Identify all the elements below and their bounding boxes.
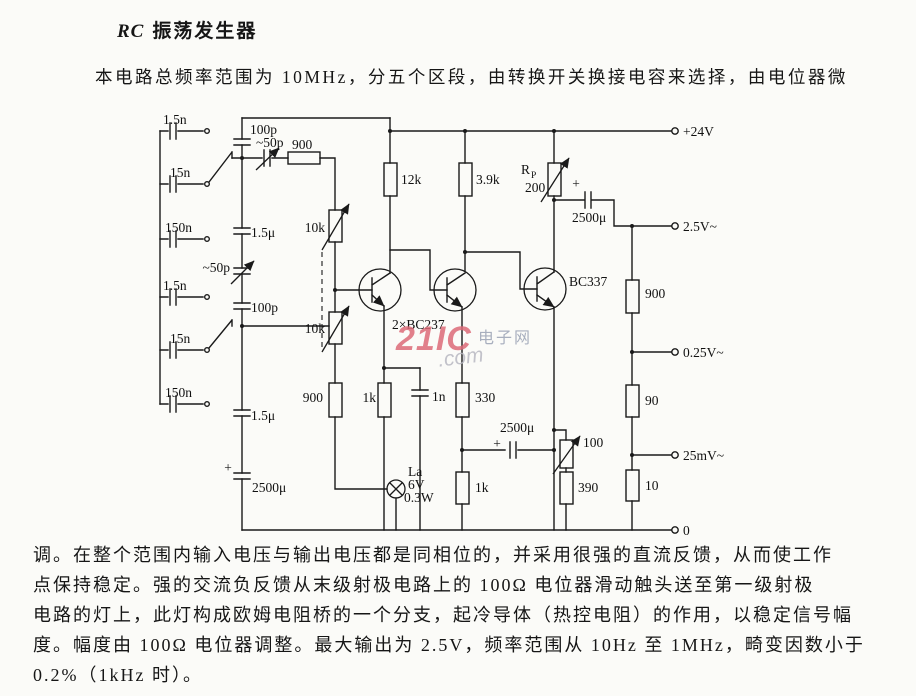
label-trim-cap: 100p xyxy=(250,122,277,137)
rotary-switch-arm-2 xyxy=(208,319,233,349)
label-resistor: 12k xyxy=(401,172,422,187)
terminal-2v5: 2.5V~ xyxy=(683,219,717,234)
page-title: RC 振荡发生器 xyxy=(117,16,257,43)
ganged-pots: 10k 10k 900 xyxy=(241,203,388,490)
label-rp-sub: P xyxy=(531,171,536,181)
polarity-plus: + xyxy=(224,460,232,475)
label-cap: 15n xyxy=(170,331,191,346)
selector-bank-2: 1.5n 15n 150n xyxy=(159,278,233,413)
output-pot-cap: R P 200 + 2500μ xyxy=(521,129,673,273)
intro-paragraph: 本电路总频率范围为 10MHz，分五个区段，由转换开关换接电容来选择，由电位器微 xyxy=(95,67,848,87)
emitter-network: 1k 1n 330 1k xyxy=(363,367,496,531)
label-resistor: 90 xyxy=(645,393,659,408)
label-lamp-watt: 0.3W xyxy=(404,490,434,505)
label-lamp-name: La xyxy=(408,464,422,479)
label-electrolytic: 2500μ xyxy=(572,210,606,225)
body-line: 电路的灯上，此灯构成欧姆电阻桥的一个分支，起冷导体（热控电阻）的作用，以稳定信号… xyxy=(33,605,853,625)
rails xyxy=(159,117,673,531)
label-electrolytic: 2500μ xyxy=(500,420,534,435)
label-cap: 1n xyxy=(432,389,446,404)
attenuator-ladder: 900 90 10 xyxy=(625,224,673,531)
label-cap: 1.5μ xyxy=(251,408,275,423)
label-trim-cap: 100p xyxy=(251,300,278,315)
transistor-q2: 2×BC237 xyxy=(389,249,506,531)
label-transistor-pair: 2×BC237 xyxy=(392,317,445,332)
terminal-0: 0 xyxy=(683,523,690,538)
pot-wiper-arrow xyxy=(552,435,581,475)
body-line: 0.2%（1kHz 时）。 xyxy=(33,665,203,685)
terminal-0v25: 0.25V~ xyxy=(683,345,724,360)
label-resistor: 900 xyxy=(303,390,324,405)
label-resistor: 10 xyxy=(645,478,659,493)
label-cap: 15n xyxy=(170,165,191,180)
label-cap: 1.5μ xyxy=(251,225,275,240)
input-network: ~50p 900 xyxy=(231,135,336,211)
label-resistor: 1k xyxy=(363,390,377,405)
selector-bank-1: 1.5n 15n 150n xyxy=(159,112,233,248)
label-resistor: 900 xyxy=(645,286,666,301)
label-transistor: BC337 xyxy=(569,274,608,289)
feedback-network: + 2500μ 100 390 xyxy=(493,420,604,531)
capacitor-column: 100p 1.5μ ~50p 100p 1.5μ + 2500μ xyxy=(202,117,286,531)
trimmer-arrow xyxy=(255,147,280,171)
title-latin: RC xyxy=(117,21,145,42)
label-var-cap: ~50p xyxy=(202,260,230,275)
pot-wiper-arrow xyxy=(540,157,570,203)
label-pot: 100 xyxy=(583,435,604,450)
label-resistor: 390 xyxy=(578,480,599,495)
label-resistor: 900 xyxy=(292,137,313,152)
label-var-cap: ~50p xyxy=(256,135,284,150)
terminal-24v: +24V xyxy=(683,124,714,139)
rotary-switch-arm-1 xyxy=(208,151,233,183)
collector-loads: 12k 3.9k xyxy=(383,117,500,274)
body-line: 调。在整个范围内输入电压与输出电压都是同相位的，并采用很强的直流反馈，从而使工作 xyxy=(33,545,833,565)
label-rp: R xyxy=(521,162,530,177)
lamp: La 6V 0.3W xyxy=(386,464,434,531)
trimmer-arrow xyxy=(230,260,255,285)
terminal-25mv: 25mV~ xyxy=(683,448,724,463)
label-pot: 10k xyxy=(305,321,326,336)
label-pot: 10k xyxy=(305,220,326,235)
label-electrolytic: 2500μ xyxy=(252,480,286,495)
transistor-q1 xyxy=(358,268,421,531)
label-cap: 1.5n xyxy=(163,278,187,293)
label-rp-value: 200 xyxy=(525,180,546,195)
label-cap: 1.5n xyxy=(163,112,187,127)
body-paragraph: 调。在整个范围内输入电压与输出电压都是同相位的，并采用很强的直流反馈，从而使工作… xyxy=(33,540,903,690)
pot-wiper-arrow xyxy=(321,203,350,251)
polarity-plus: + xyxy=(493,436,501,451)
body-line: 度。幅度由 100Ω 电位器调整。最大输出为 2.5V，频率范围从 10Hz 至… xyxy=(33,635,865,655)
title-chinese: 振荡发生器 xyxy=(152,21,258,42)
label-cap: 150n xyxy=(165,220,192,235)
label-resistor: 330 xyxy=(475,390,496,405)
transistor-q3: BC337 xyxy=(463,250,608,531)
label-resistor: 3.9k xyxy=(476,172,500,187)
body-line: 点保持稳定。强的交流负反馈从末级射极电路上的 100Ω 电位器滑动触头送至第一级… xyxy=(33,575,815,595)
output-terminals: +24V 2.5V~ 0.25V~ 25mV~ 0 xyxy=(671,124,724,538)
pot-wiper-arrow xyxy=(321,305,350,353)
polarity-plus: + xyxy=(572,176,580,191)
label-cap: 150n xyxy=(165,385,192,400)
label-resistor: 1k xyxy=(475,480,489,495)
